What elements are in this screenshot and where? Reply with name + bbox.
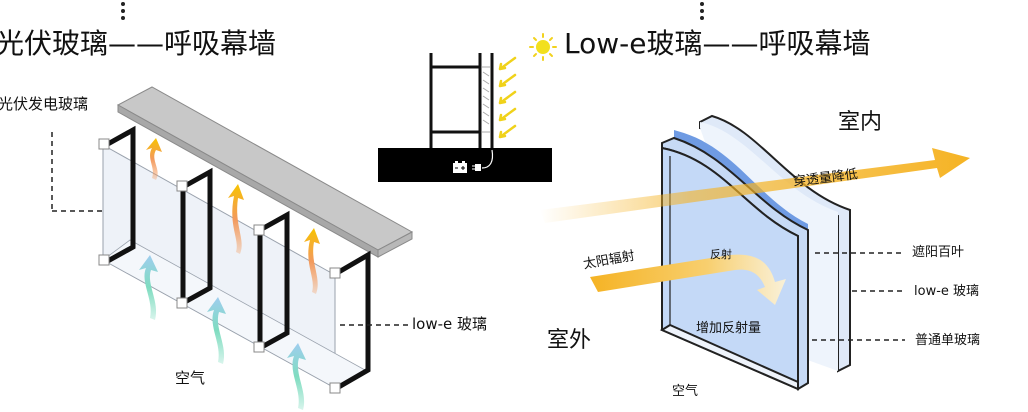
frame-joints — [98, 138, 341, 394]
right-leaders — [812, 252, 905, 341]
reflection-arrow — [590, 254, 786, 305]
battery-icon — [453, 161, 467, 173]
increase-reflection-label: 增加反射量 — [696, 321, 762, 336]
single-glass-label: 普通单玻璃 — [915, 333, 981, 348]
power-cable — [481, 149, 494, 169]
left-dots-divider — [121, 2, 125, 20]
lowe-glass-label-right: low-e 玻璃 — [914, 284, 980, 299]
cool-air-flow-arrows — [139, 255, 306, 410]
air-label-right: 空气 — [672, 384, 699, 399]
frame-posts — [102, 125, 371, 392]
outdoor-label: 室外 — [547, 328, 592, 353]
pv-glass-leader — [51, 132, 112, 212]
air-label-left: 空气 — [175, 369, 206, 387]
pv-schematic — [378, 53, 552, 182]
lowe-glass-label-left: low-e 玻璃 — [412, 315, 488, 333]
pv-glass-slab — [116, 86, 414, 258]
right-dots-divider — [700, 2, 704, 20]
right-title: Low-e玻璃——呼吸幕墙 — [564, 27, 871, 60]
sun-icon — [529, 33, 557, 61]
plug-icon — [472, 164, 481, 171]
indoor-label: 室内 — [838, 110, 883, 135]
warm-air-flow-arrows — [146, 138, 320, 294]
transmission-arrow — [540, 148, 970, 223]
reflection-label: 反射 — [710, 248, 732, 261]
sunlight-rays — [498, 56, 517, 139]
left-title: 光伏玻璃——呼吸幕墙 — [0, 27, 277, 60]
pv-glass-label: 光伏发电玻璃 — [0, 95, 89, 113]
sunshade-louver-label: 遮阳百叶 — [912, 245, 965, 260]
